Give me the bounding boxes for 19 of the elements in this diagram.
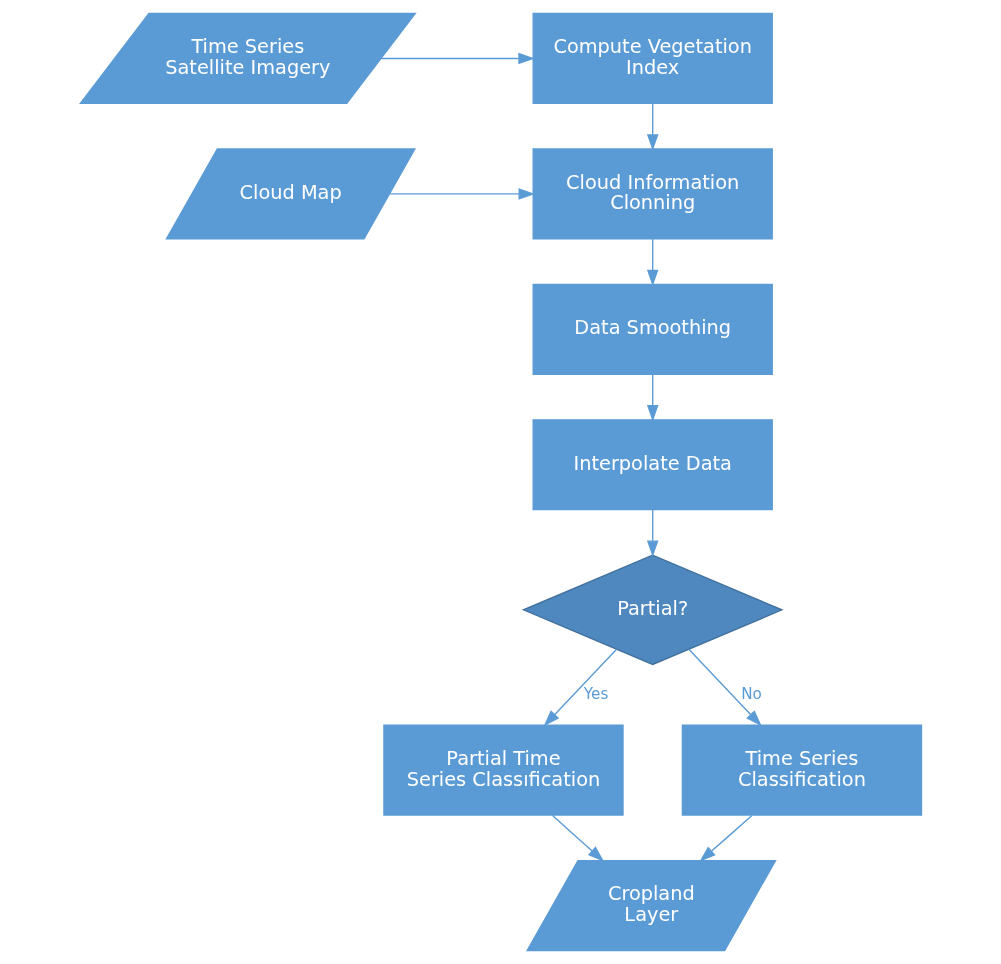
arrow: [646, 509, 659, 558]
node-box: Time Series Classification: [681, 724, 922, 816]
arrow: [687, 648, 762, 727]
edge-label: Yes: [583, 684, 608, 703]
arrow: [646, 373, 659, 422]
node-diamond: Partial?: [521, 554, 784, 666]
node-box: Interpolate Data: [532, 419, 773, 511]
edge-label: No: [740, 684, 762, 703]
arrow: [543, 648, 617, 727]
node-box: Compute Vegetation Index: [532, 12, 773, 105]
arrow: [551, 814, 604, 862]
arrow: [646, 238, 659, 287]
node-box: Data Smoothing: [532, 283, 773, 375]
arrow: [388, 188, 535, 200]
arrow: [379, 52, 535, 65]
node-box: Partial Time Series Classıfication: [382, 724, 624, 816]
node-box: Cloud Information Clonning: [532, 148, 773, 240]
arrow: [698, 814, 753, 862]
arrow: [646, 102, 659, 151]
